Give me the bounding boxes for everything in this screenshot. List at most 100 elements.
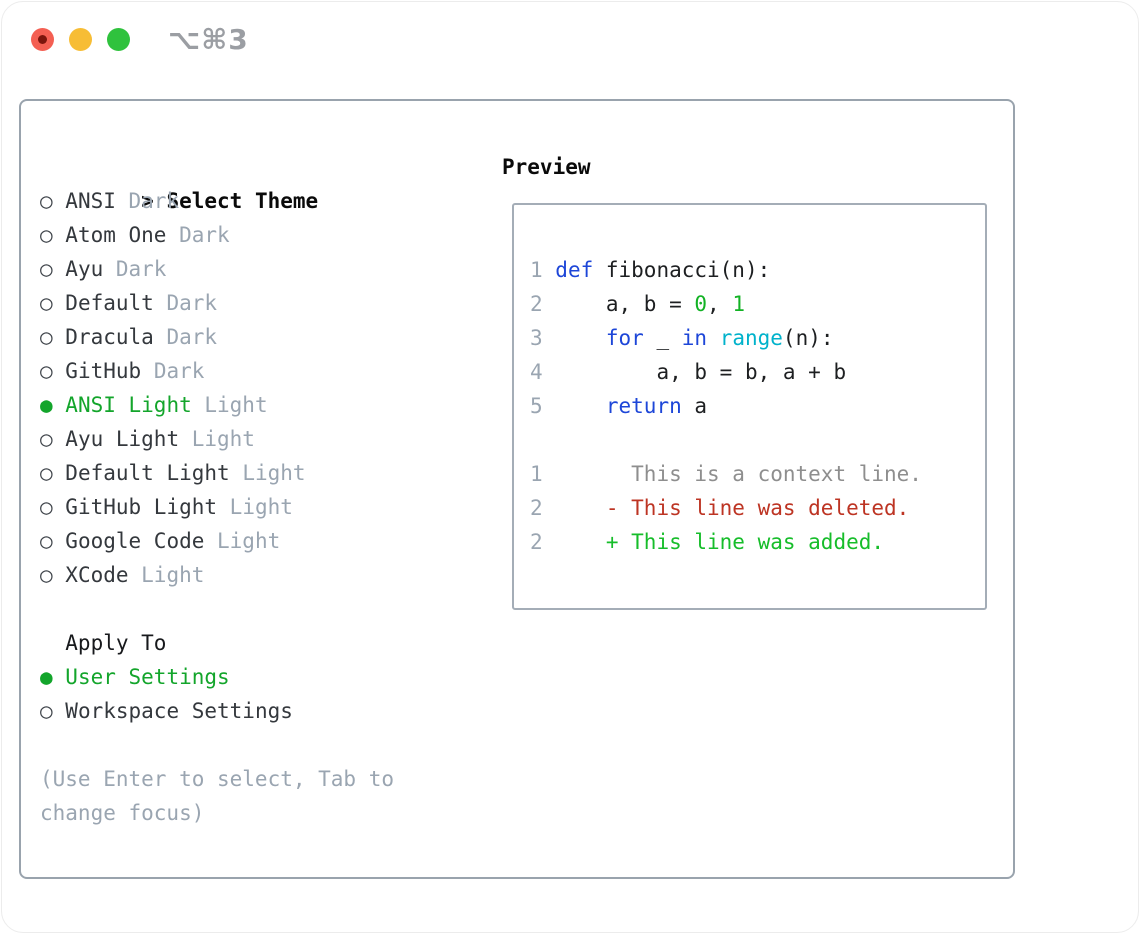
radio-unselected-icon: ○ (40, 427, 66, 451)
token-pl: _ (643, 326, 682, 350)
theme-option-xcode[interactable]: ○ XCode Light (40, 558, 318, 592)
token-ln: 4 (530, 360, 556, 384)
diff-line: 2 + This line was added. (530, 525, 922, 559)
token-ctx: This is a context line. (542, 462, 922, 486)
theme-option-ansi-light[interactable]: ● ANSI Light Light (40, 388, 318, 422)
token-ln: 1 (530, 462, 543, 486)
radio-unselected-icon: ○ (40, 291, 66, 315)
token-pl: fibonacci(n): (593, 258, 771, 282)
option-label: User Settings (65, 665, 230, 689)
option-label: Ayu (65, 257, 116, 281)
token-add: + This line was added. (542, 530, 885, 554)
select-theme-header: > Select Theme (40, 150, 318, 213)
apply-option-workspace-settings[interactable]: ○ Workspace Settings (40, 694, 293, 728)
close-button[interactable] (31, 28, 54, 51)
diff-preview: 1 This is a context line.2 - This line w… (530, 457, 922, 559)
token-lit: 1 (732, 292, 745, 316)
token-pl: (n): (782, 326, 834, 350)
radio-unselected-icon: ○ (40, 257, 66, 281)
option-label: Atom One (65, 223, 180, 247)
variant-label: Dark (115, 257, 167, 281)
option-label: XCode (65, 563, 142, 587)
variant-label: Dark (128, 189, 180, 213)
theme-option-github-light[interactable]: ○ GitHub Light Light (40, 490, 318, 524)
radio-unselected-icon: ○ (40, 325, 66, 349)
option-label: Default (65, 291, 167, 315)
variant-label: Dark (166, 325, 218, 349)
option-label: Dracula (65, 325, 167, 349)
variant-label: Dark (179, 223, 230, 247)
apply-to-options: ● User Settings○ Workspace Settings (40, 660, 293, 728)
token-pl (555, 326, 606, 350)
hint-line: change focus) (40, 801, 205, 825)
option-label: Default Light (65, 461, 243, 485)
window-keyboard-shortcut: ⌥⌘3 (168, 23, 249, 56)
apply-to-header: Apply To (65, 631, 167, 655)
token-ln: 1 (530, 258, 556, 282)
preview-header: Preview (502, 155, 591, 179)
option-label: Ayu Light (65, 427, 192, 451)
token-kw: return (605, 394, 682, 418)
radio-unselected-icon: ○ (40, 461, 66, 485)
unsaved-changes-dot (38, 35, 47, 44)
token-kw: in (681, 326, 708, 350)
radio-unselected-icon: ○ (40, 359, 66, 383)
prompt-arrow-icon: > (141, 189, 167, 213)
token-ln: 5 (530, 394, 556, 418)
radio-unselected-icon: ○ (40, 495, 66, 519)
apply-option-user-settings[interactable]: ● User Settings (40, 660, 293, 694)
diff-line: 2 - This line was deleted. (530, 491, 922, 525)
theme-list: ○ ANSI Dark○ Atom One Dark○ Ayu Dark○ De… (40, 184, 318, 592)
token-kw: def (555, 258, 594, 282)
hint-line: (Use Enter to select, Tab to (40, 767, 395, 791)
radio-unselected-icon: ○ (40, 223, 66, 247)
select-theme-title: Select Theme (166, 189, 319, 213)
radio-unselected-icon: ○ (40, 699, 66, 723)
token-del: - This line was deleted. (542, 496, 910, 520)
theme-option-ayu[interactable]: ○ Ayu Dark (40, 252, 318, 286)
token-pl (707, 326, 720, 350)
theme-option-default[interactable]: ○ Default Dark (40, 286, 318, 320)
theme-option-atom-one[interactable]: ○ Atom One Dark (40, 218, 318, 252)
option-label: Workspace Settings (65, 699, 293, 723)
zoom-button[interactable] (107, 28, 130, 51)
token-ln: 2 (530, 496, 543, 520)
radio-unselected-icon: ○ (40, 189, 66, 213)
token-kw: for (605, 326, 644, 350)
token-pl: a (681, 394, 708, 418)
variant-label: Light (217, 529, 281, 553)
code-line: 2 a, b = 0, 1 (530, 287, 846, 321)
theme-selector-panel: > Select Theme ○ ANSI Dark○ Atom One Dar… (19, 99, 1015, 879)
radio-selected-icon: ● (40, 393, 66, 417)
theme-option-google-code[interactable]: ○ Google Code Light (40, 524, 318, 558)
code-line: 3 for _ in range(n): (530, 321, 846, 355)
theme-option-ansi[interactable]: ○ ANSI Dark (40, 184, 318, 218)
token-pl: , (707, 292, 733, 316)
hint-text: (Use Enter to select, Tab to change focus… (40, 762, 394, 830)
code-line: 4 a, b = b, a + b (530, 355, 846, 389)
variant-label: Light (191, 427, 255, 451)
token-pl (555, 394, 606, 418)
code-line: 1 def fibonacci(n): (530, 253, 846, 287)
option-label: ANSI Light (65, 393, 205, 417)
theme-option-ayu-light[interactable]: ○ Ayu Light Light (40, 422, 318, 456)
token-ln: 2 (530, 530, 543, 554)
theme-list-column: > Select Theme ○ ANSI Dark○ Atom One Dar… (40, 150, 318, 592)
apply-to-section: Apply To ● User Settings○ Workspace Sett… (40, 626, 293, 728)
diff-line: 1 This is a context line. (530, 457, 922, 491)
variant-label: Light (229, 495, 293, 519)
option-label: GitHub (65, 359, 154, 383)
radio-selected-icon: ● (40, 665, 66, 689)
option-label: GitHub Light (65, 495, 230, 519)
theme-option-default-light[interactable]: ○ Default Light Light (40, 456, 318, 490)
radio-unselected-icon: ○ (40, 529, 66, 553)
token-lit: 0 (694, 292, 708, 316)
variant-label: Dark (153, 359, 205, 383)
theme-option-github[interactable]: ○ GitHub Dark (40, 354, 318, 388)
theme-option-dracula[interactable]: ○ Dracula Dark (40, 320, 318, 354)
variant-label: Light (242, 461, 306, 485)
minimize-button[interactable] (69, 28, 92, 51)
